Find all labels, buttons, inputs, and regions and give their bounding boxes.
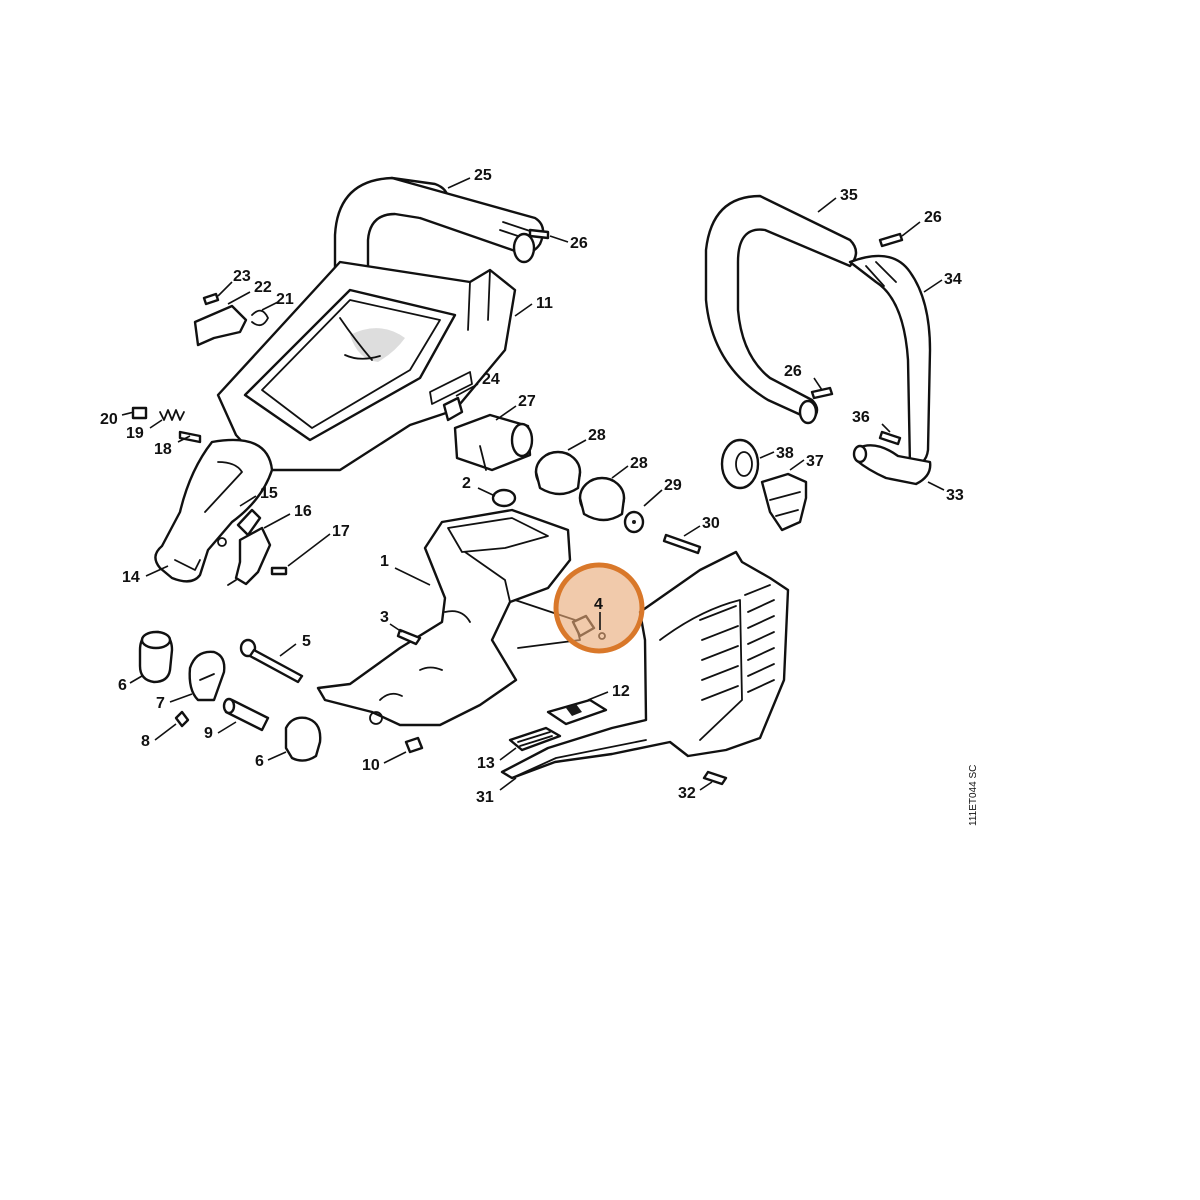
callout-13: 13 [477,755,495,772]
part-10-nut [404,736,424,754]
callout-25: 25 [474,167,492,184]
part-31-shroud [500,550,790,780]
callout-26c: 26 [784,363,802,380]
callout-30: 30 [702,515,720,532]
part-18-screw [178,430,202,444]
part-3-screw [396,628,422,646]
part-22-lever [193,304,248,347]
callout-8: 8 [141,733,150,750]
callout-28a: 28 [588,427,606,444]
callout-22: 22 [254,279,272,296]
part-33-grip-end [852,444,932,486]
part-28-annular-buffer-2 [578,476,626,522]
part-37-clamp [760,472,808,532]
callout-26a: 26 [570,235,588,252]
callout-14: 14 [122,569,140,586]
callout-37: 37 [806,453,824,470]
callout-19: 19 [126,425,144,442]
callout-21: 21 [276,291,294,308]
highlight-circle [553,562,645,654]
part-8-screw [174,710,190,728]
part-34-handle-grip [848,254,932,468]
callout-16: 16 [294,503,312,520]
part-15-trigger-interlock [217,508,262,547]
part-26-screw-rear [528,228,550,240]
callout-29: 29 [664,477,682,494]
callout-32: 32 [678,785,696,802]
callout-23: 23 [233,268,251,285]
part-13-plate [508,726,562,752]
part-6-annular-buffer [138,630,174,684]
callout-6b: 6 [255,753,264,770]
callout-27: 27 [518,393,536,410]
callout-36: 36 [852,409,870,426]
part-24-buffer [442,396,464,422]
callouts: 1 2 3 4 5 6 6 7 8 9 10 11 12 13 14 15 16 [100,167,964,806]
callout-9: 9 [204,725,213,742]
part-16-throttle-trigger [227,526,272,586]
callout-28b: 28 [630,455,648,472]
part-28-annular-buffer [534,450,582,496]
part-2-plug [491,488,517,508]
part-17-pin [270,566,288,576]
part-12-label [546,698,608,726]
part-14-trigger-handle [154,438,274,583]
part-7-buffer-cap [188,650,226,702]
callout-34: 34 [944,271,962,288]
reference-code: 111ET044 SC [968,765,979,826]
part-23-pin [202,292,220,306]
callout-1: 1 [380,553,389,570]
callout-6a: 6 [118,677,127,694]
callout-33: 33 [946,487,964,504]
callout-17: 17 [332,523,350,540]
callout-12: 12 [612,683,630,700]
callout-5: 5 [302,633,311,650]
part-29-washer [623,510,645,534]
part-11-handle-housing [216,260,517,472]
part-1-tank-housing [316,508,581,727]
part-21-spring-clip [251,309,269,327]
callout-26b: 26 [924,209,942,226]
part-38-bearing [720,438,760,490]
callout-3: 3 [380,609,389,626]
callout-18: 18 [154,441,172,458]
part-27-buffer-housing [453,413,534,472]
callout-31: 31 [476,789,494,806]
part-20-bolt [131,406,148,420]
callout-10: 10 [362,757,380,774]
part-35-handle-bar [704,194,858,425]
part-9-sleeve [222,697,270,732]
part-6-annular-buffer-2 [284,716,322,762]
callout-2: 2 [462,475,471,492]
part-5-long-bolt [239,638,304,684]
callout-35: 35 [840,187,858,204]
callout-20: 20 [100,411,118,428]
part-32-screw [702,770,728,786]
callout-4: 4 [594,596,603,613]
callout-24: 24 [482,371,500,388]
callout-7: 7 [156,695,165,712]
part-26-screw-front-top [878,232,904,248]
part-26-screw-front-mid [810,386,834,400]
part-30-screw [662,533,702,555]
part-19-spring [159,409,185,421]
part-36-screw [878,430,902,446]
callout-38: 38 [776,445,794,462]
callout-15: 15 [260,485,278,502]
callout-11: 11 [536,295,553,312]
